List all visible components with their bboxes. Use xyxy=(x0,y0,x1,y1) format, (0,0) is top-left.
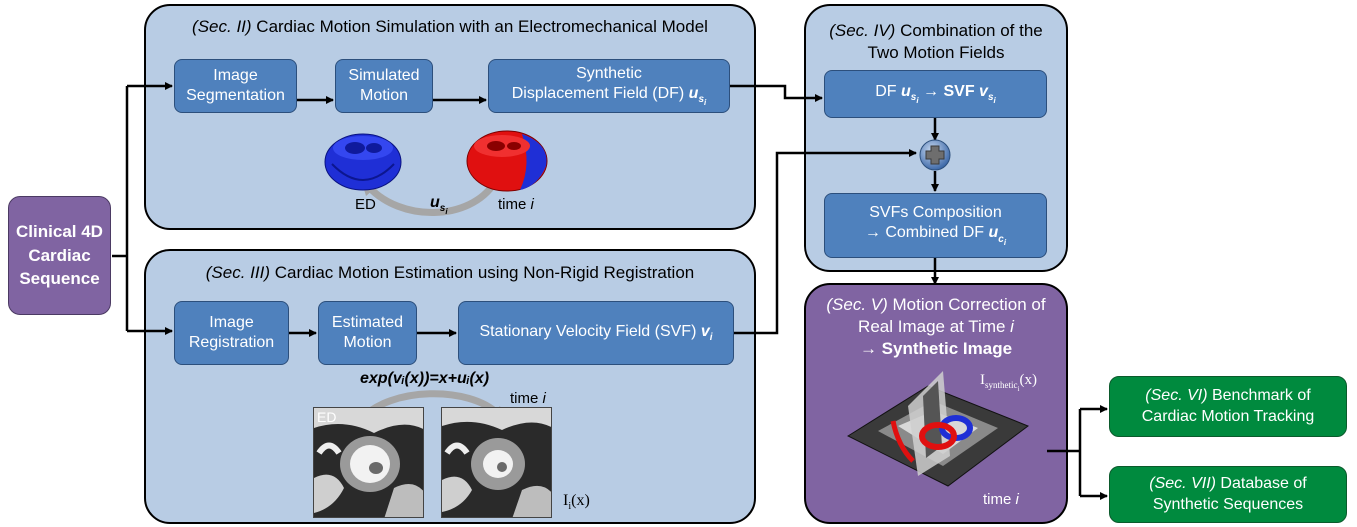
sec3-ix-rest: (x) xyxy=(571,492,590,509)
clinical-line-1: Clinical 4D xyxy=(16,221,103,241)
sec6-line-2: Cardiac Motion Tracking xyxy=(1141,407,1315,425)
heart-mesh-ed xyxy=(324,133,402,191)
sec2-time-label: time i xyxy=(498,196,534,213)
sec7-italic: (Sec. VII) xyxy=(1149,474,1216,492)
sec4-title-rest: Combination of the xyxy=(895,21,1043,40)
clinical-sequence-box: Clinical 4D Cardiac Sequence xyxy=(8,196,111,315)
sec6-benchmark-box: (Sec. VI) Benchmark of Cardiac Motion Tr… xyxy=(1109,376,1347,437)
isyn-sub: synthetic xyxy=(985,380,1018,390)
reg-line-1: Image xyxy=(209,314,254,331)
sdf-subsub: i xyxy=(704,98,707,108)
sec7-line-2: Synthetic Sequences xyxy=(1152,495,1304,513)
sec2-u-label: usi xyxy=(430,194,448,216)
sec5-title-rest: Motion Correction of xyxy=(887,295,1046,314)
sim-line-2: Motion xyxy=(359,87,409,104)
sec3-time-i: i xyxy=(542,390,546,407)
sec2-panel xyxy=(144,4,756,230)
est-line-2: Motion xyxy=(343,334,392,351)
isyn-i: I xyxy=(980,372,985,388)
df-v-sub: s xyxy=(987,92,994,104)
sec7-rest: Database of xyxy=(1215,474,1307,492)
est-line-1: Estimated xyxy=(331,314,404,331)
sec3-title-italic: (Sec. III) xyxy=(205,263,270,282)
sec2-u-sym: u xyxy=(430,194,440,211)
sec3-ix-i: I xyxy=(563,492,569,509)
df-to-svf-box: DF usi → SVF vsi xyxy=(824,70,1047,118)
sec2-title: (Sec. II) Cardiac Motion Simulation with… xyxy=(144,17,756,37)
comp-u-subsub: i xyxy=(1003,237,1007,247)
clinical-line-3: Sequence xyxy=(19,269,100,289)
sec3-ix-sub: i xyxy=(568,501,572,513)
sdf-line-2: Displacement Field (DF) xyxy=(511,84,689,102)
sec5-time-i: i xyxy=(1015,491,1019,508)
exp-equation: exp(vᵢ(x))=x+uᵢ(x) xyxy=(360,370,490,387)
sec2-time-word: time xyxy=(498,196,531,213)
sdf-line-1: Synthetic xyxy=(576,64,642,82)
seg-line-2: Segmentation xyxy=(186,87,285,104)
reg-line-2: Registration xyxy=(188,334,275,351)
sec4-title-line-2: Two Motion Fields xyxy=(867,43,1005,63)
sec3-title: (Sec. III) Cardiac Motion Estimation usi… xyxy=(144,263,756,283)
sim-line-1: Simulated xyxy=(348,67,420,84)
isyn-rest: (x) xyxy=(1019,372,1037,388)
df-v: v xyxy=(979,82,988,100)
sec4-title-italic: (Sec. IV) xyxy=(829,21,896,40)
df-arrow: → SVF xyxy=(918,82,980,100)
seg-line-1: Image xyxy=(213,67,258,84)
sec6-italic: (Sec. VI) xyxy=(1145,386,1208,404)
sec2-u-subsub: i xyxy=(445,207,448,217)
sdf-sym: u xyxy=(688,84,699,102)
sec5-time-label: time i xyxy=(983,491,1019,508)
df-v-subsub: i xyxy=(993,96,996,106)
sec5-isyn-label: Isynthetici(x) xyxy=(980,372,1037,393)
comp-u: u xyxy=(988,224,999,242)
sec4-title: (Sec. IV) Combination of the Two Motion … xyxy=(804,20,1068,64)
isyn-subsub: i xyxy=(1017,384,1020,393)
sec3-ed-label: ED xyxy=(317,409,337,425)
clinical-line-2: Cardiac xyxy=(28,245,91,265)
svf-box: Stationary Velocity Field (SVF) vi xyxy=(458,301,734,365)
comp-line-1: SVFs Composition xyxy=(869,204,1002,222)
heart-mesh-time-i xyxy=(466,130,548,192)
df-pre: DF xyxy=(875,82,902,100)
df-u-sub: s xyxy=(910,92,917,104)
plus-icon xyxy=(919,139,951,171)
sec3-title-rest: Cardiac Motion Estimation using Non-Rigi… xyxy=(269,263,695,282)
sec5-line-2: Real Image at Time xyxy=(858,317,1011,337)
sec5-line-3: → Synthetic Image xyxy=(859,339,1013,359)
mri-ed xyxy=(313,407,424,518)
comp-u-sub: c xyxy=(998,233,1004,245)
comp-pre: → Combined DF xyxy=(864,224,989,242)
svf-sym: v xyxy=(700,322,710,340)
mri-time-i xyxy=(441,407,552,518)
sec2-title-italic: (Sec. II) xyxy=(192,17,252,36)
sec3-time-word: time xyxy=(510,390,543,407)
sec5-title: (Sec. V) Motion Correction of Real Image… xyxy=(804,294,1068,360)
sec3-ix-label: Ii(x) xyxy=(563,492,590,512)
svf-text: Stationary Velocity Field (SVF) xyxy=(479,322,701,340)
sec5-time-word: time xyxy=(983,491,1016,508)
synthetic-3d-slice xyxy=(846,371,1030,487)
svf-sub: i xyxy=(709,331,713,343)
sec2-time-i: i xyxy=(530,196,534,213)
sec5-title-italic: (Sec. V) xyxy=(826,295,888,314)
svfs-composition-box: SVFs Composition → Combined DF uci xyxy=(824,193,1047,258)
df-u-subsub: i xyxy=(916,96,919,106)
sec6-rest: Benchmark of xyxy=(1207,386,1311,404)
sdf-sub: s xyxy=(698,94,705,106)
sec5-line-2-i: i xyxy=(1010,317,1014,337)
sec2-ed-label: ED xyxy=(355,196,376,213)
df-u: u xyxy=(901,82,911,100)
sec3-time-label: time i xyxy=(510,390,546,407)
sec7-database-box: (Sec. VII) Database of Synthetic Sequenc… xyxy=(1109,466,1347,523)
sec2-title-rest: Cardiac Motion Simulation with an Electr… xyxy=(251,17,708,36)
sec2-u-sub: s xyxy=(439,203,446,215)
